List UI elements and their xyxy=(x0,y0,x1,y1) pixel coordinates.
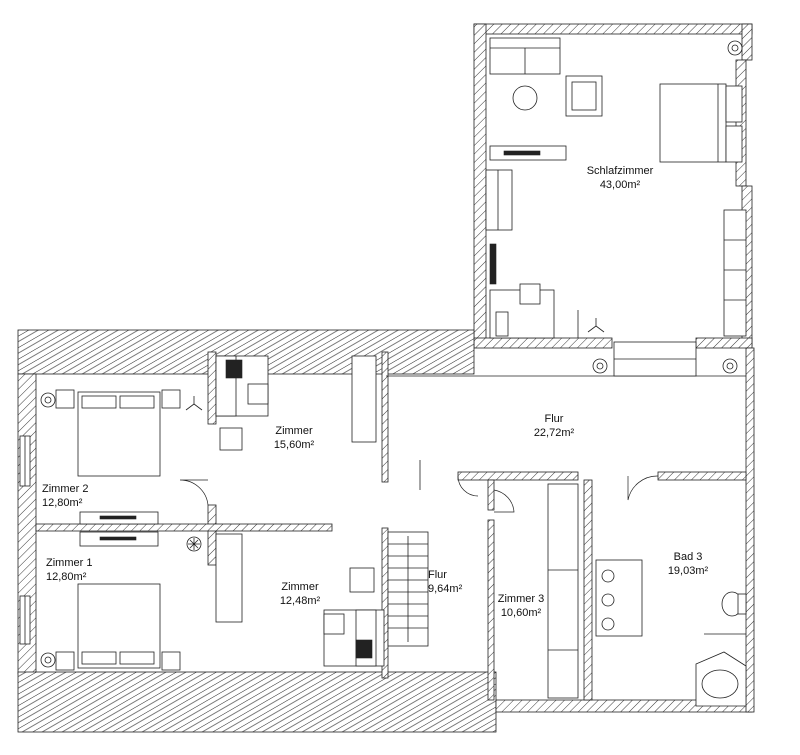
room-label-flur: Flur 22,72m² xyxy=(504,412,604,440)
wall-bad-left xyxy=(583,479,593,701)
room-label-zimmer-1: Zimmer 1 12,80m² xyxy=(46,556,92,584)
nightstand xyxy=(725,85,743,123)
chair-zimmer12 xyxy=(323,613,345,635)
wardrobe-zimmer12 xyxy=(215,533,243,623)
room-area: 15,60m² xyxy=(273,439,315,451)
round-table xyxy=(512,85,538,111)
room-name: Zimmer 1 xyxy=(46,557,93,569)
sink-2 xyxy=(601,593,615,607)
room-area: 12,80m² xyxy=(46,571,87,583)
room-label-zimmer-12: Zimmer 12,48m² xyxy=(260,580,340,608)
zimmer3-furniture xyxy=(547,483,579,699)
wardrobe xyxy=(723,209,747,337)
bathroom-fixtures xyxy=(595,559,747,707)
chair-zimmer15 xyxy=(247,383,269,405)
staircase xyxy=(387,531,429,647)
door-flur xyxy=(457,475,479,497)
roof-band-bottom xyxy=(17,671,497,733)
wall-bedroom-right-mid xyxy=(735,59,747,187)
armchair-zimmer12 xyxy=(349,567,375,593)
wall-zimmer15-left-b xyxy=(207,504,217,566)
room-name: Schlafzimmer xyxy=(586,165,654,177)
wall-zimmer3-left-a xyxy=(487,479,495,511)
wardrobe-zimmer3 xyxy=(547,483,579,699)
wall-bedroom-top xyxy=(473,23,753,35)
room-name: Zimmer xyxy=(281,581,319,593)
wall-bad-top xyxy=(657,471,747,481)
room-area: 43,00m² xyxy=(599,179,641,191)
nightstand-z2 xyxy=(55,389,75,409)
room-area: 12,80m² xyxy=(42,497,83,509)
cabinet-zimmer15 xyxy=(351,355,377,443)
sink-1 xyxy=(601,569,615,583)
ceiling-fan-icon xyxy=(185,396,203,411)
wall-zimmer3-top xyxy=(457,471,579,481)
room-label-bad-3: Bad 3 19,03m² xyxy=(648,550,728,578)
sink-3 xyxy=(601,617,615,631)
radiator xyxy=(489,243,497,285)
potted-plant-icon xyxy=(40,392,56,408)
room-name: Zimmer 2 xyxy=(42,483,89,495)
bedroom-furniture xyxy=(485,37,747,339)
zimmer15-furniture xyxy=(215,355,377,451)
room-name: Zimmer xyxy=(275,425,313,437)
wall-zimmer3-left-b xyxy=(487,519,495,701)
room-area: 10,60m² xyxy=(500,607,542,619)
door-zimmer2 xyxy=(179,479,209,506)
wall-bedroom-bottom-left xyxy=(473,337,613,349)
double-bed xyxy=(659,83,727,163)
wall-right xyxy=(745,347,755,713)
room-name: Bad 3 xyxy=(673,551,703,563)
room-area: 9,64m² xyxy=(428,583,463,595)
room-label-schlafzimmer: Schlafzimmer 43,00m² xyxy=(570,164,670,192)
room-name: Zimmer 3 xyxy=(497,593,545,605)
room-label-zimmer-15: Zimmer 15,60m² xyxy=(254,424,334,452)
potted-plant-icon xyxy=(40,652,56,668)
room-area: 22,72m² xyxy=(533,427,575,439)
room-area: 12,48m² xyxy=(279,595,321,607)
room-area: 19,03m² xyxy=(667,565,709,577)
zimmer12-furniture xyxy=(323,567,385,667)
bench xyxy=(485,169,513,231)
doors xyxy=(179,460,659,513)
room-label-zimmer-3: Zimmer 3 10,60m² xyxy=(486,592,556,620)
bedrooms-furniture xyxy=(55,389,243,671)
potted-plant-icon xyxy=(722,358,738,374)
potted-plant-icon xyxy=(727,40,743,56)
armchair-zimmer15 xyxy=(219,427,243,451)
door-zimmer3 xyxy=(493,489,515,513)
office-chair xyxy=(519,283,541,305)
room-label-flur-stair: Flur 9,64m² xyxy=(428,568,462,596)
windows xyxy=(19,341,697,645)
ceiling-fan-icon xyxy=(587,318,605,333)
wall-flur-left xyxy=(381,351,389,483)
wall-bedroom-bottom-right xyxy=(695,337,753,349)
wall-bedroom-left xyxy=(473,23,487,347)
room-name: Flur xyxy=(428,569,447,581)
exterior-walls xyxy=(17,23,755,733)
door-bad3 xyxy=(627,475,659,501)
potted-plant-icon xyxy=(592,358,608,374)
wall-z1-z2 xyxy=(35,523,333,532)
room-label-zimmer-2: Zimmer 2 12,80m² xyxy=(42,482,88,510)
star-circle-icon xyxy=(186,536,202,552)
wall-zimmer15-left-a xyxy=(207,351,217,425)
wall-bedroom-right-upper xyxy=(741,23,753,61)
room-name: Flur xyxy=(544,413,564,425)
